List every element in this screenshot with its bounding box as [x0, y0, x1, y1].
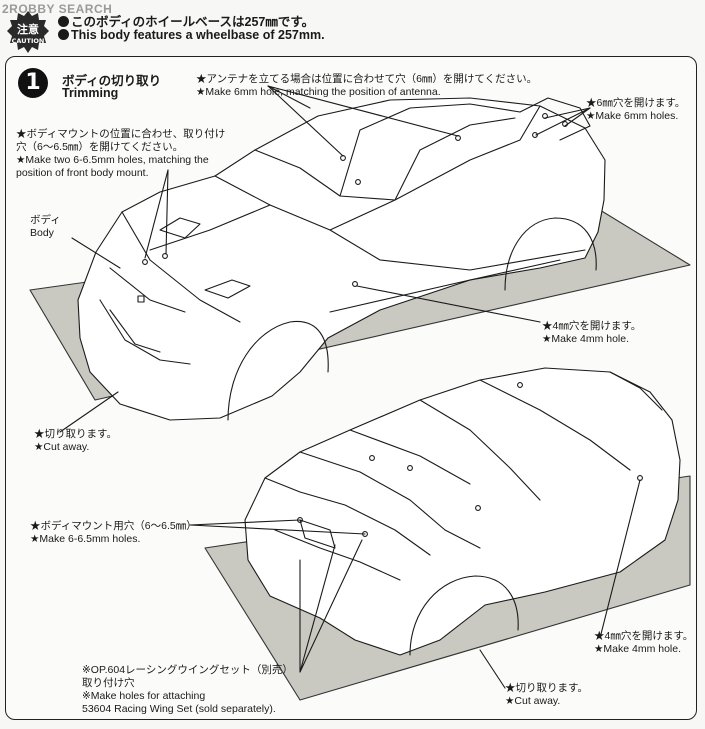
label-hole4b-ja: ★4㎜穴を開けます。	[594, 630, 694, 642]
label-hole4-ja: ★4㎜穴を開けます。	[542, 320, 642, 332]
caution-badge-icon: 注意 CAUTION	[7, 11, 49, 53]
label-body-ja: ボディ	[30, 214, 61, 226]
top-car-body	[77, 97, 606, 421]
label-mount2-en: ★Make 6-6.5mm holes.	[30, 533, 141, 545]
label-hole4b-en: ★Make 4mm hole.	[594, 643, 682, 655]
watermark: 2ROBBY SEARCH	[2, 2, 113, 16]
label-cut2-ja: ★切り取ります。	[505, 682, 588, 694]
note-en: This body features a wheelbase of 257mm.	[58, 28, 325, 42]
label-cut1-en: ★Cut away.	[34, 441, 90, 453]
label-wing-ja-1: ※OP.604レーシングウイングセット（別売）	[82, 664, 293, 676]
note-ja: このボディのホイールベースは257㎜です。	[58, 11, 314, 30]
label-body-en: Body	[30, 227, 54, 239]
caution-word: CAUTION	[12, 37, 45, 45]
bullet-dot-icon	[58, 16, 69, 27]
label-antenna-en: ★Make 6mm hole, matching the position of…	[196, 86, 441, 98]
bullet-dot-icon	[58, 29, 69, 40]
label-mount-en-2: position of front body mount.	[16, 167, 149, 179]
step-number-icon: 1	[18, 68, 48, 98]
label-wing-en-1: ※Make holes for attaching	[82, 690, 206, 702]
label-cut1-ja: ★切り取ります。	[34, 428, 117, 440]
caution-kanji: 注意	[17, 22, 39, 36]
step-title-en: Trimming	[62, 86, 119, 100]
label-wing-ja-2: 取り付け穴	[82, 677, 135, 689]
label-mount-en-1: ★Make two 6-6.5mm holes, matching the	[16, 154, 209, 166]
label-mount2-ja: ★ボディマウント用穴（6～6.5㎜）	[30, 520, 197, 532]
step-title-ja: ボディの切り取り	[62, 74, 162, 88]
label-mount-ja-2: 穴（6～6.5㎜）を開けてください。	[16, 141, 184, 153]
label-antenna-ja: ★アンテナを立てる場合は位置に合わせて穴（6㎜）を開けてください。	[196, 73, 538, 85]
label-mount-ja-1: ★ボディマウントの位置に合わせ、取り付け	[16, 128, 226, 140]
label-cut2-en: ★Cut away.	[505, 695, 561, 707]
label-wing-en-2: 53604 Racing Wing Set (sold separately).	[82, 703, 276, 715]
bottom-car-body	[244, 367, 681, 656]
label-holes6-en: ★Make 6mm holes.	[586, 110, 679, 122]
label-holes6-ja: ★6㎜穴を開けます。	[586, 97, 686, 109]
label-hole4-en: ★Make 4mm hole.	[542, 333, 630, 345]
